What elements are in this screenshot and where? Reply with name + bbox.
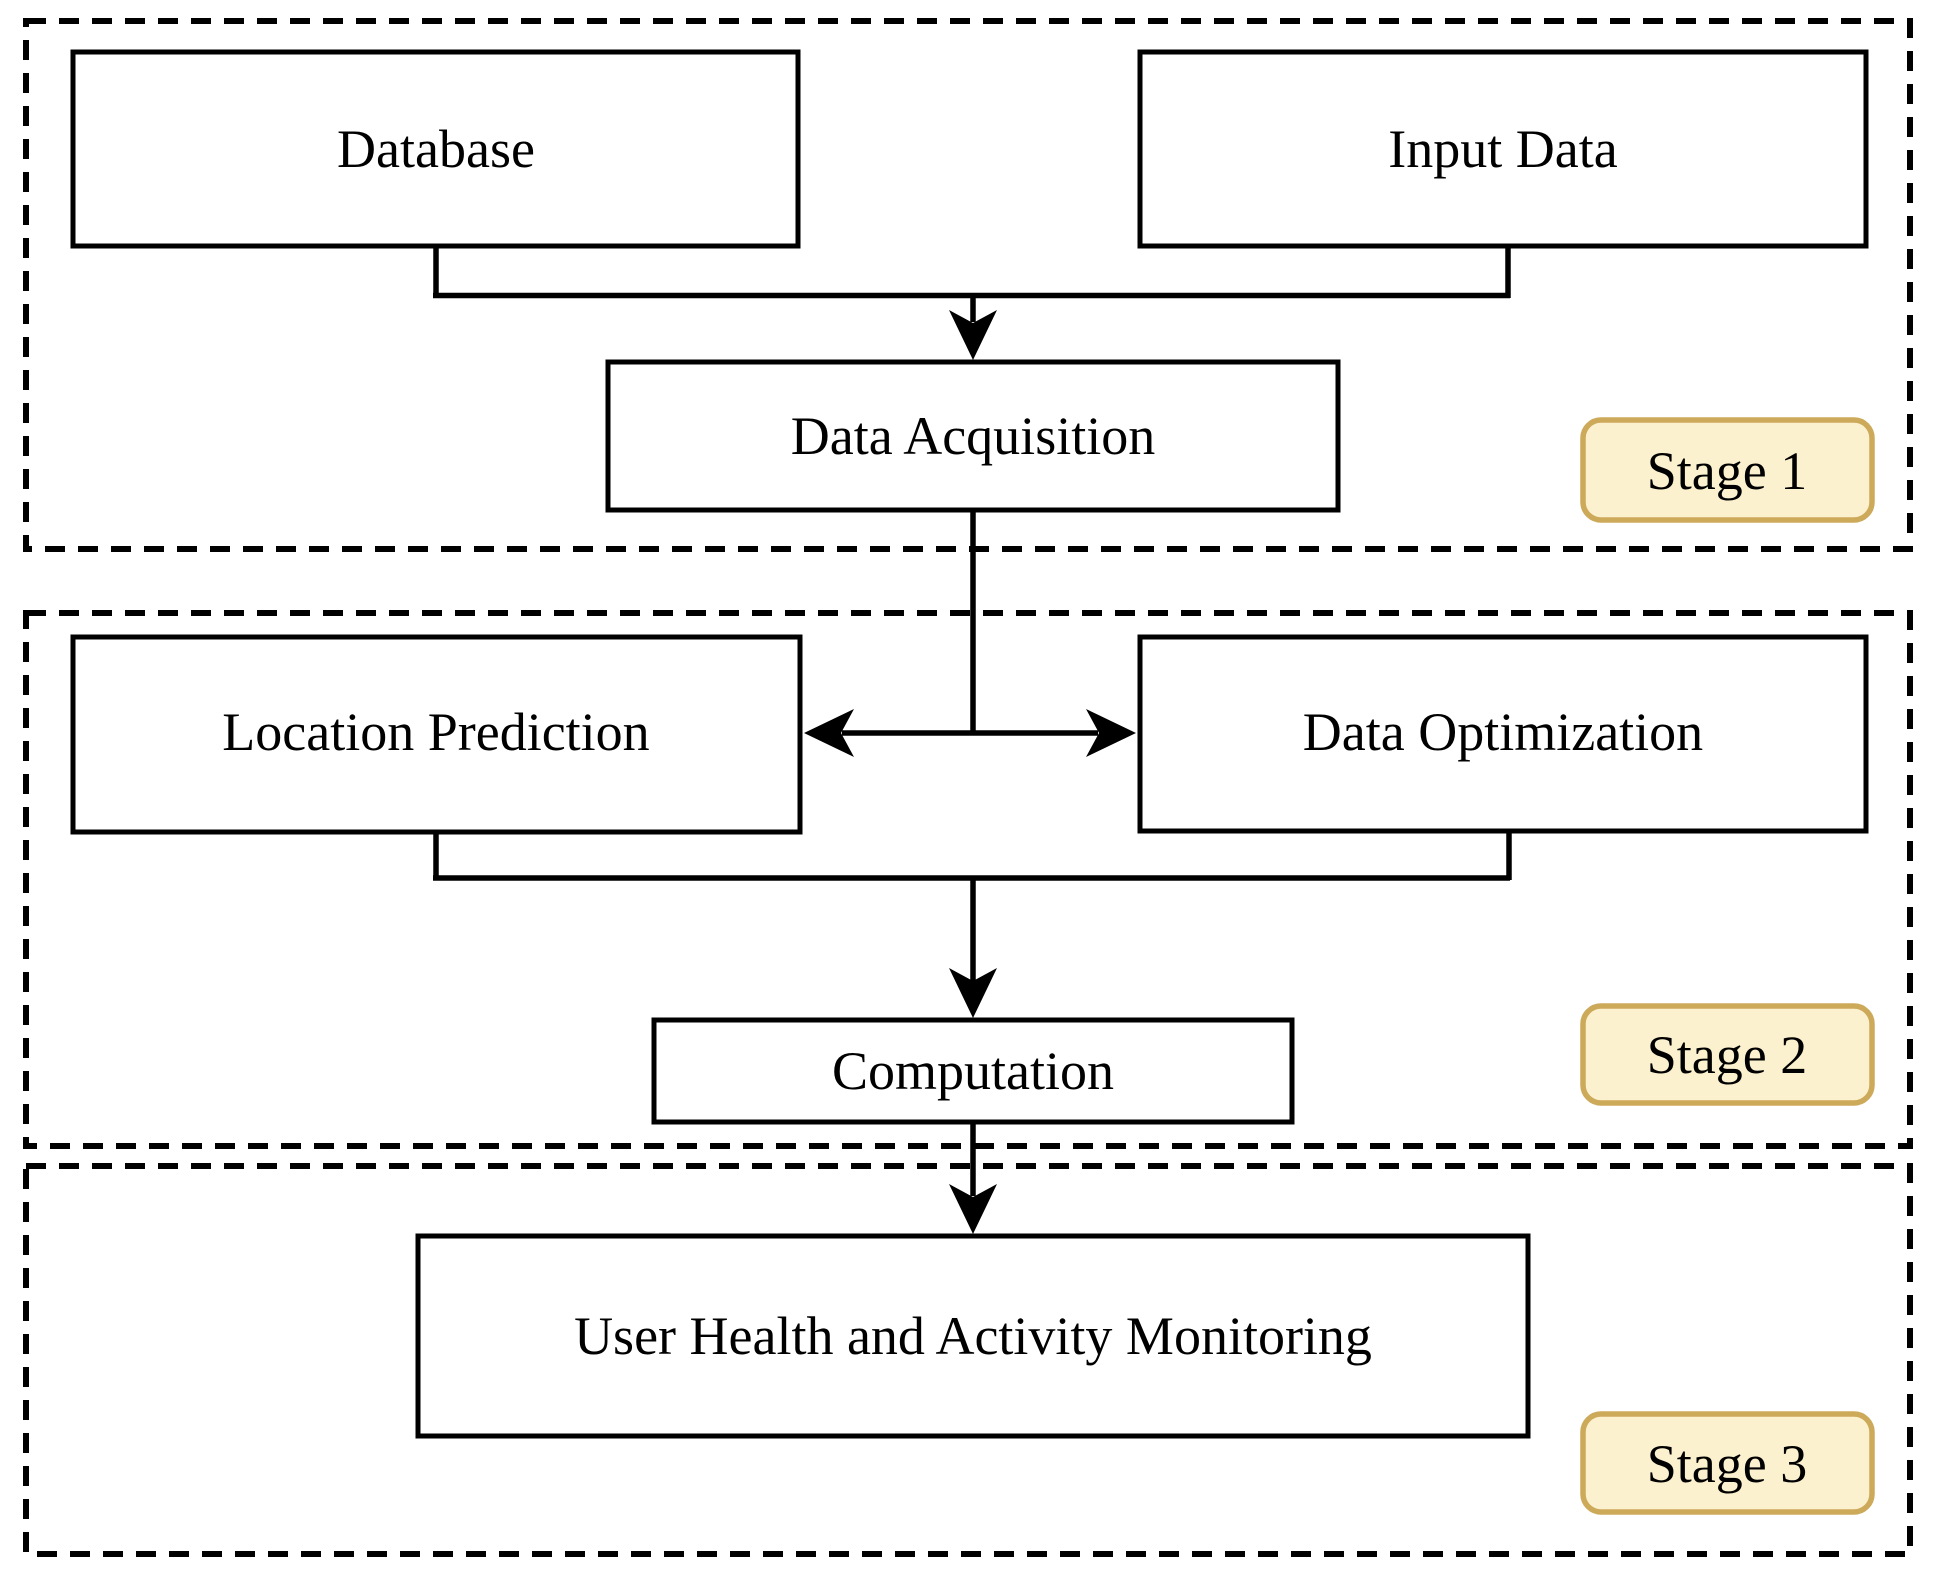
node-user-health-monitoring-label: User Health and Activity Monitoring bbox=[574, 1306, 1372, 1366]
node-database-box bbox=[70, 49, 801, 249]
node-input-data-label: Input Data bbox=[1388, 119, 1617, 179]
node-database: Database bbox=[70, 49, 801, 249]
arrow-down-icon bbox=[949, 310, 997, 360]
stage-3-badge-label: Stage 3 bbox=[1647, 1434, 1807, 1494]
node-data-acquisition: Data Acquisition bbox=[605, 359, 1341, 513]
node-data-optimization-label: Data Optimization bbox=[1303, 702, 1703, 762]
arrow-left-icon bbox=[804, 709, 854, 757]
stage-2-badge-box bbox=[1580, 1003, 1875, 1106]
node-data-acquisition-box bbox=[605, 359, 1341, 513]
node-computation-box bbox=[651, 1017, 1295, 1125]
stage-2-badge: Stage 2 bbox=[1580, 1003, 1875, 1106]
node-location-prediction-box bbox=[70, 634, 803, 835]
node-user-health-monitoring-box bbox=[415, 1233, 1531, 1439]
node-data-optimization-box bbox=[1137, 634, 1869, 834]
node-data-optimization: Data Optimization bbox=[1137, 634, 1869, 834]
stage-3-badge: Stage 3 bbox=[1580, 1411, 1875, 1515]
stage-1-badge: Stage 1 bbox=[1580, 417, 1875, 523]
stage-2-badge-label: Stage 2 bbox=[1647, 1025, 1807, 1085]
stage-3-boundary bbox=[23, 1163, 1913, 1557]
node-location-prediction: Location Prediction bbox=[70, 634, 803, 835]
stage-3-badge-box bbox=[1580, 1411, 1875, 1515]
arrow-down-icon bbox=[949, 1184, 997, 1234]
node-input-data-box bbox=[1137, 49, 1869, 249]
arrow-right-icon bbox=[1086, 709, 1136, 757]
stage-1-badge-box bbox=[1580, 417, 1875, 523]
node-computation-label: Computation bbox=[832, 1041, 1114, 1101]
node-location-prediction-label: Location Prediction bbox=[222, 702, 649, 762]
arrow-down-icon bbox=[949, 968, 997, 1018]
stage-1-badge-label: Stage 1 bbox=[1647, 441, 1807, 501]
stage-2-boundary bbox=[23, 610, 1913, 1149]
node-user-health-monitoring: User Health and Activity Monitoring bbox=[415, 1233, 1531, 1439]
node-input-data: Input Data bbox=[1137, 49, 1869, 249]
node-database-label: Database bbox=[337, 119, 535, 179]
stage-1-boundary bbox=[23, 18, 1913, 552]
node-computation: Computation bbox=[651, 1017, 1295, 1125]
node-data-acquisition-label: Data Acquisition bbox=[791, 406, 1155, 466]
